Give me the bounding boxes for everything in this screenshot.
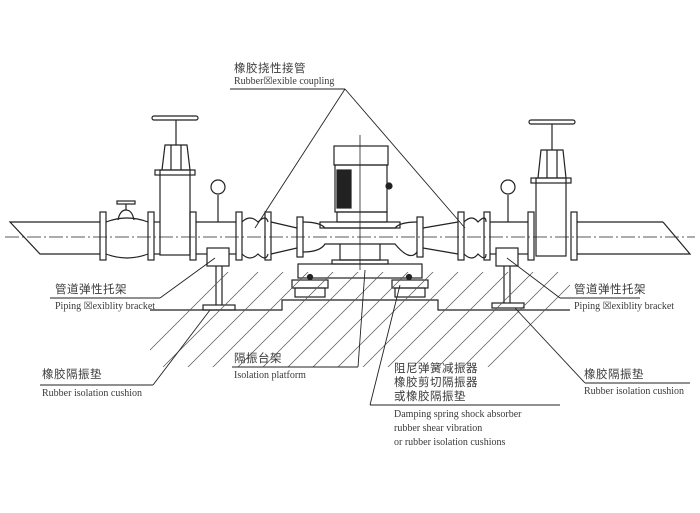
pipe-right [577,221,692,255]
label-bracket-left-en: Piping ☒exiblity bracket [55,301,156,312]
label-absorber-en: Damping spring shock absorber rubber she… [394,408,521,450]
label-absorber-en-line1: Damping spring shock absorber [394,409,522,420]
label-absorber-zh-line1: 阻尼弹簧减振器 [394,361,478,375]
label-bracket-right-zh: 管道弹性托架 [574,282,646,296]
label-cushion-right-en: Rubber isolation cushion [584,386,684,397]
flexible-coupling-left [241,211,304,261]
label-absorber-en-line3: or rubber isolation cushions [394,437,506,448]
ball-valve-left [99,200,155,261]
gate-valve-right [528,119,578,261]
label-cushion-right-zh: 橡胶隔振垫 [584,367,644,381]
gate-valve-left [151,115,199,261]
floor-hatching [150,272,570,367]
label-flexible-coupling-zh: 橡胶挠性接管 [234,61,306,75]
label-bracket-right-en: Piping ☒exiblity bracket [574,301,675,312]
label-cushion-left-en: Rubber isolation cushion [42,388,142,399]
label-absorber-en-line2: rubber shear vibration [394,423,483,434]
label-absorber-zh-line2: 橡胶剪切隔振器 [394,375,478,389]
label-platform-en: Isolation platform [234,370,306,381]
leader-lines [40,88,690,406]
pipe-left [8,221,100,255]
tee-gauge-left [196,179,243,311]
flexible-coupling-right [422,211,491,261]
pump [302,135,424,270]
tee-gauge-right [490,179,535,309]
label-cushion-left-zh: 橡胶隔振垫 [42,367,102,381]
label-absorber-zh-line3: 或橡胶隔振垫 [394,389,466,403]
label-flexible-coupling-en: Rubber☒exible coupling [234,76,335,87]
label-bracket-left-zh: 管道弹性托架 [55,282,127,296]
label-absorber-zh: 阻尼弹簧减振器 橡胶剪切隔振器 或橡胶隔振垫 [394,361,478,403]
isolation-platform [150,263,570,311]
label-platform-zh: 隔振台架 [234,351,282,365]
